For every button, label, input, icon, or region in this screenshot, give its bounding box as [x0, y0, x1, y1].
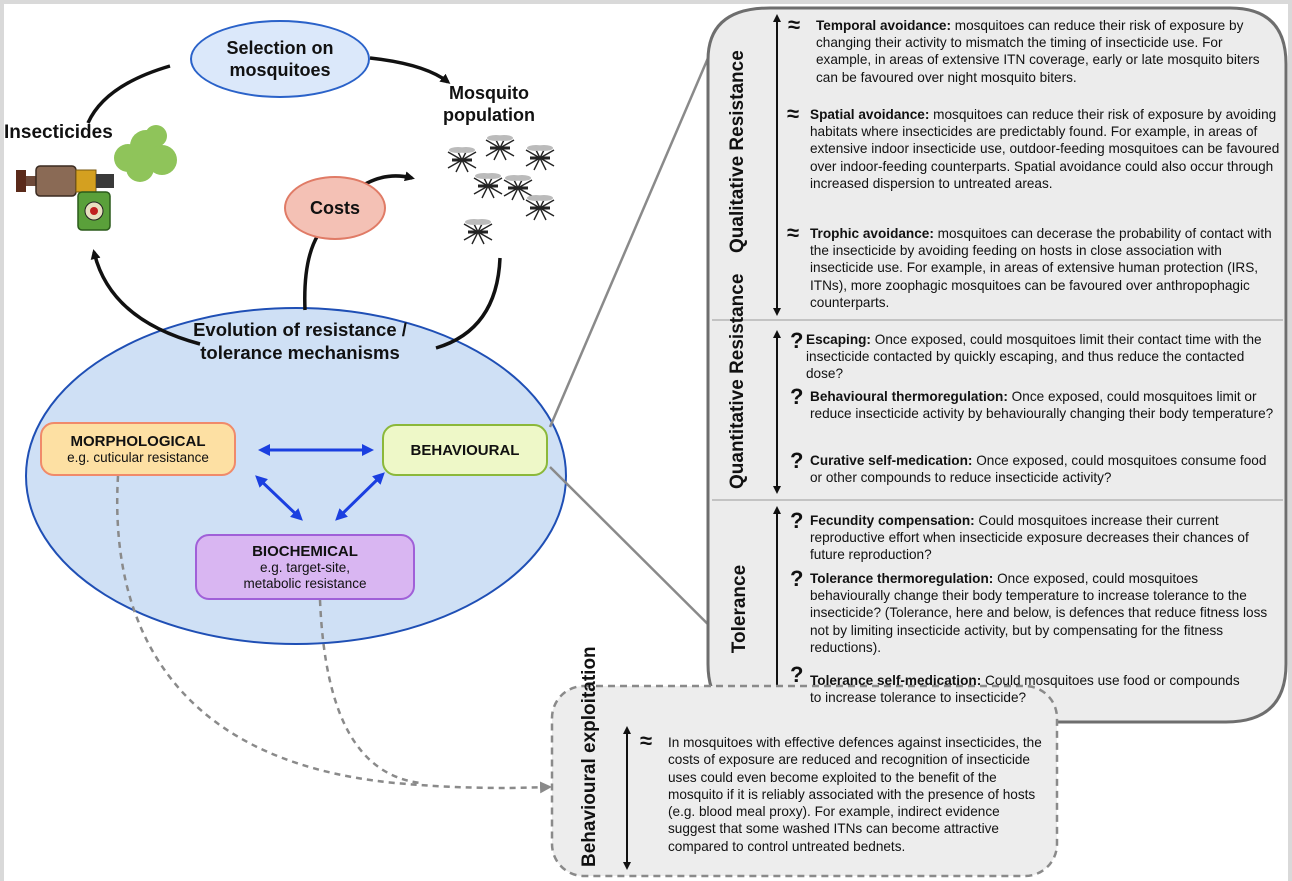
item-fecundity-text: Could mosquitoes increase their current … [810, 513, 1249, 563]
item-curative-text: Once exposed, could mosquitoes consume f… [810, 453, 1267, 486]
evolution-label: Evolution of resistance / tolerance mech… [193, 319, 407, 363]
behavioural-box: BEHAVIOURAL [382, 424, 548, 476]
item-escaping-title: Escaping: [806, 332, 871, 347]
costs-oval: Costs [284, 176, 386, 240]
item-tolthermo-title: Tolerance thermoregulation: [810, 571, 994, 586]
item-thermo-text: Once exposed, could mosquitoes limit or … [810, 389, 1274, 422]
selection-label: Selection on mosquitoes [226, 38, 334, 80]
dashed-morph-to-exploitation [116, 475, 552, 794]
section-tolerance-label: Tolerance [729, 564, 750, 654]
costs-label: Costs [309, 197, 360, 218]
item-fecundity-title: Fecundity compensation: [810, 513, 975, 528]
biochemical-sub2: metabolic resistance [243, 575, 367, 591]
item-curative: Curative self-medication: Once exposed, … [810, 452, 1282, 486]
selection-oval: Selection on mosquitoes [190, 20, 370, 98]
approx-icon-spatial: ≈ [787, 101, 800, 126]
item-escaping: Escaping: Once exposed, could mosquitoes… [806, 331, 1280, 383]
item-fecundity: Fecundity compensation: Could mosquitoes… [810, 512, 1276, 564]
morphological-box: MORPHOLOGICAL e.g. cuticular resistance [40, 422, 236, 476]
item-tolthermo-text: Once exposed, could mosquitoes behaviour… [810, 571, 1268, 655]
section-quantitative-label: Quantitative Resistance [727, 273, 748, 489]
biochemical-title: BIOCHEMICAL [252, 542, 358, 560]
arrow-population-to-evolution [435, 257, 502, 350]
item-temporal-text: mosquitoes can reduce their risk of expo… [816, 18, 1260, 85]
item-spatial: Spatial avoidance: mosquitoes can reduce… [810, 106, 1280, 192]
item-temporal-title: Temporal avoidance: [816, 18, 951, 33]
population-label: Mosquito population [443, 83, 535, 125]
question-icon-fecundity: ? [790, 508, 804, 533]
item-spatial-title: Spatial avoidance: [810, 107, 930, 122]
item-trophic-text: mosquitoes can decerase the probability … [810, 226, 1272, 310]
arrow-evolution-to-insecticides [90, 249, 201, 346]
arrow-evolution-to-costs [303, 234, 320, 311]
morphological-sub: e.g. cuticular resistance [67, 450, 209, 465]
approx-icon-temporal: ≈ [788, 12, 801, 37]
approx-icon-exploitation: ≈ [640, 728, 653, 753]
section-qualitative-label: Qualitative Resistance [727, 50, 748, 253]
item-trophic: Trophic avoidance: mosquitoes can decera… [810, 225, 1280, 311]
item-tolthermo: Tolerance thermoregulation: Once exposed… [810, 570, 1280, 656]
biochemical-box: BIOCHEMICAL e.g. target-site, metabolic … [195, 534, 415, 600]
question-icon-tolthermo: ? [790, 566, 804, 591]
question-icon-thermo: ? [790, 384, 804, 409]
item-tolmed-title: Tolerance self-medication: [810, 673, 982, 688]
item-thermo: Behavioural thermoregulation: Once expos… [810, 388, 1282, 422]
mosquito-swarm-icon [447, 135, 555, 245]
arrow-behav-biochem [335, 472, 385, 521]
behavioural-title: BEHAVIOURAL [410, 441, 520, 459]
biochemical-sub1: e.g. target-site, [259, 559, 351, 575]
item-curative-title: Curative self-medication: [810, 453, 973, 468]
item-temporal: Temporal avoidance: mosquitoes can reduc… [816, 17, 1278, 86]
question-icon-curative: ? [790, 448, 804, 473]
insecticides-label: Insecticides [4, 122, 113, 143]
arrow-insecticides-to-selection [86, 64, 171, 124]
exploitation-text: In mosquitoes with effective defences ag… [668, 735, 1042, 854]
approx-icon-trophic: ≈ [787, 220, 800, 245]
item-tolmed: Tolerance self-medication: Could mosquit… [810, 672, 1250, 706]
exploitation-box [550, 684, 1059, 878]
question-icon-escaping: ? [790, 328, 804, 353]
arrow-selection-to-population [369, 56, 451, 84]
item-tolmed-text: Could mosquitoes use food or compounds t… [810, 673, 1240, 706]
question-icon-tolmed: ? [790, 662, 804, 687]
morphological-title: MORPHOLOGICAL [70, 433, 206, 450]
insecticide-sprayer-icon [16, 125, 177, 231]
dashed-biochem-to-exploitation [318, 599, 421, 785]
item-trophic-title: Trophic avoidance: [810, 226, 934, 241]
exploitation-label: Behavioural exploitation [579, 646, 600, 867]
item-thermo-title: Behavioural thermoregulation: [810, 389, 1008, 404]
callout-line-top [548, 57, 710, 428]
arrow-morph-biochem [255, 475, 303, 521]
item-spatial-text: mosquitoes can reduce their risk of expo… [810, 107, 1280, 191]
item-escaping-text: Once exposed, could mosquitoes limit the… [806, 332, 1262, 382]
